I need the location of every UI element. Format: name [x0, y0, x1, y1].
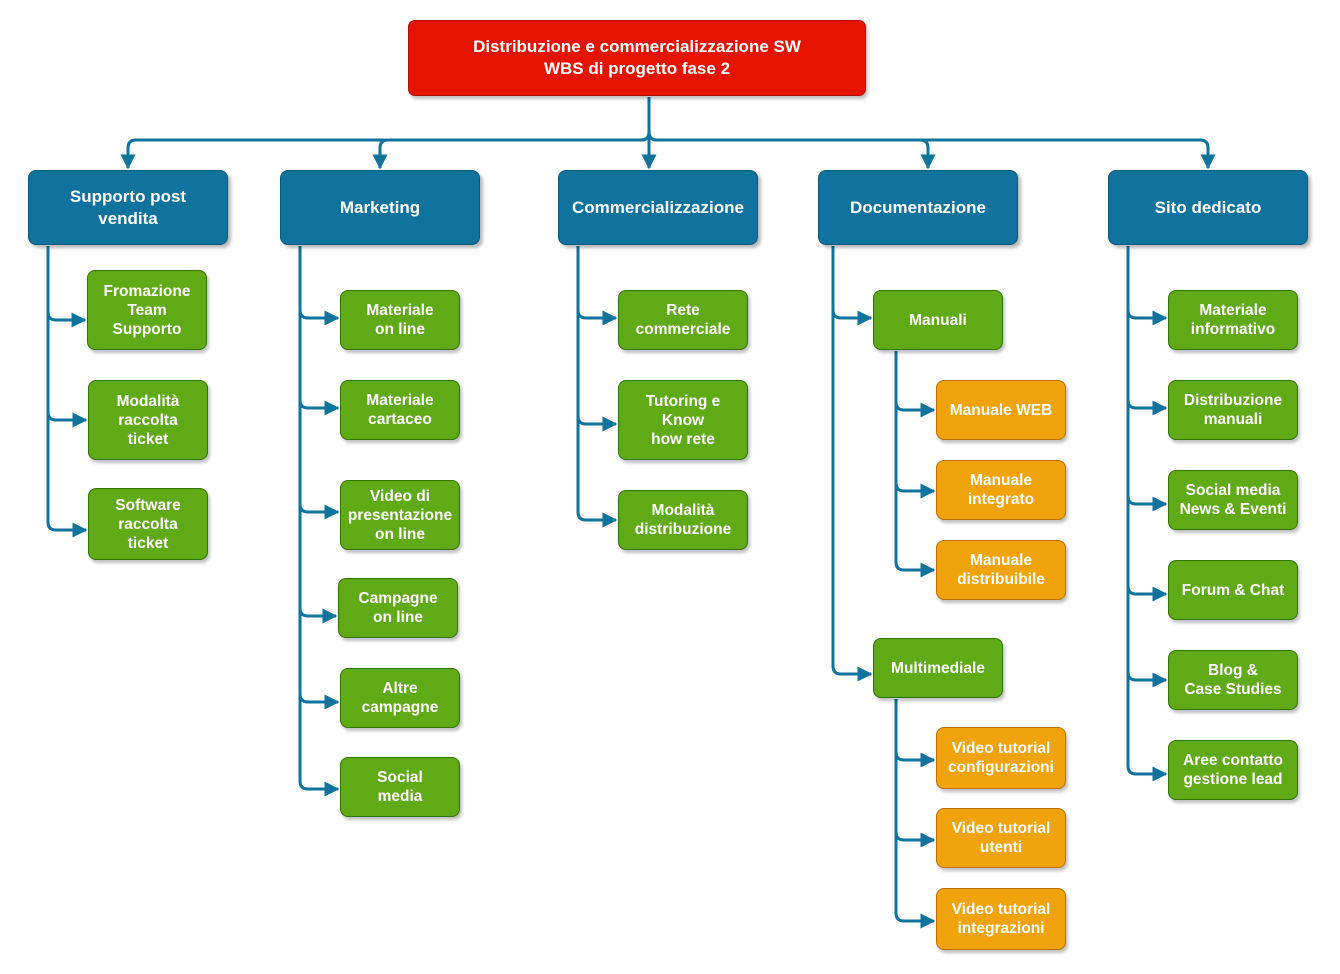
root-title: Distribuzione e commercializzazione SW — [473, 37, 801, 56]
connector-5-2 — [894, 699, 936, 929]
task-aree-contatto-lead: Aree contatto gestione lead — [1168, 740, 1298, 800]
task-software-raccolta-ticket: Software raccolta ticket — [88, 488, 208, 560]
root-connector-0 — [120, 97, 651, 170]
task-formazione-team-supporto: Fromazione Team Supporto — [87, 270, 207, 350]
task-video-tutorial-integrazioni: Video tutorial integrazioni — [936, 888, 1066, 950]
task-rete-commerciale: Rete commerciale — [618, 290, 748, 350]
task-video-tutorial-configurazioni: Video tutorial configurazioni — [936, 727, 1066, 789]
connector-3-1 — [831, 246, 873, 682]
connector-0-0 — [46, 246, 87, 328]
task-forum-chat: Forum & Chat — [1168, 560, 1298, 620]
connector-0-2 — [46, 246, 88, 538]
connector-6-5 — [1126, 246, 1168, 782]
task-manuale-web: Manuale WEB — [936, 380, 1066, 440]
root-subtitle: WBS di progetto fase 2 — [543, 59, 731, 78]
branch-documentazione: Documentazione — [818, 170, 1018, 245]
task-materiale-on-line: Materiale on line — [340, 290, 460, 350]
task-modalita-distribuzione: Modalità distribuzione — [618, 490, 748, 550]
task-materiale-informativo: Materiale informativo — [1168, 290, 1298, 350]
connector-0-1 — [46, 246, 88, 428]
task-altre-campagne: Altre campagne — [340, 668, 460, 728]
branch-sito-dedicato: Sito dedicato — [1108, 170, 1308, 245]
branch-supporto-post-vendita: Supporto post vendita — [28, 170, 228, 245]
connector-6-1 — [1126, 246, 1168, 416]
connector-2-2 — [576, 246, 618, 528]
task-modalita-raccolta-ticket: Modalità raccolta ticket — [88, 380, 208, 460]
task-campagne-on-line: Campagne on line — [338, 578, 458, 638]
connector-4-0 — [894, 351, 936, 418]
root-connector-1 — [372, 97, 651, 170]
task-distribuzione-manuali: Distribuzione manuali — [1168, 380, 1298, 440]
root-connector-3 — [647, 97, 936, 170]
connector-1-4 — [298, 246, 340, 710]
branch-commercializzazione: Commercializzazione — [558, 170, 758, 245]
connector-4-2 — [894, 351, 936, 578]
connector-1-3 — [298, 246, 338, 624]
connector-1-2 — [298, 246, 340, 520]
task-video-presentazione: Video di presentazione on line — [340, 480, 460, 550]
wbs-root-node: Distribuzione e commercializzazione SW W… — [408, 20, 866, 96]
connector-1-5 — [298, 246, 340, 797]
connector-6-0 — [1126, 246, 1168, 326]
connector-6-3 — [1126, 246, 1168, 602]
connector-6-2 — [1126, 246, 1168, 512]
connector-2-0 — [576, 246, 618, 326]
task-video-tutorial-utenti: Video tutorial utenti — [936, 808, 1066, 868]
task-manuale-integrato: Manuale integrato — [936, 460, 1066, 520]
task-manuale-distribuibile: Manuale distribuibile — [936, 540, 1066, 600]
task-tutoring-know-how: Tutoring e Know how rete — [618, 380, 748, 460]
task-blog-case-studies: Blog & Case Studies — [1168, 650, 1298, 710]
task-social-media-news-eventi: Social media News & Eventi — [1168, 470, 1298, 530]
connector-2-1 — [576, 246, 618, 432]
task-social-media: Social media — [340, 757, 460, 817]
branch-marketing: Marketing — [280, 170, 480, 245]
group-manuali: Manuali — [873, 290, 1003, 350]
connector-5-1 — [894, 699, 936, 848]
connector-6-4 — [1126, 246, 1168, 688]
connector-4-1 — [894, 351, 936, 499]
connector-1-0 — [298, 246, 340, 326]
root-connector-4 — [647, 97, 1216, 170]
connector-3-0 — [831, 246, 873, 326]
group-multimediale: Multimediale — [873, 638, 1003, 698]
connector-1-1 — [298, 246, 340, 416]
connector-5-0 — [894, 699, 936, 768]
task-materiale-cartaceo: Materiale cartaceo — [340, 380, 460, 440]
